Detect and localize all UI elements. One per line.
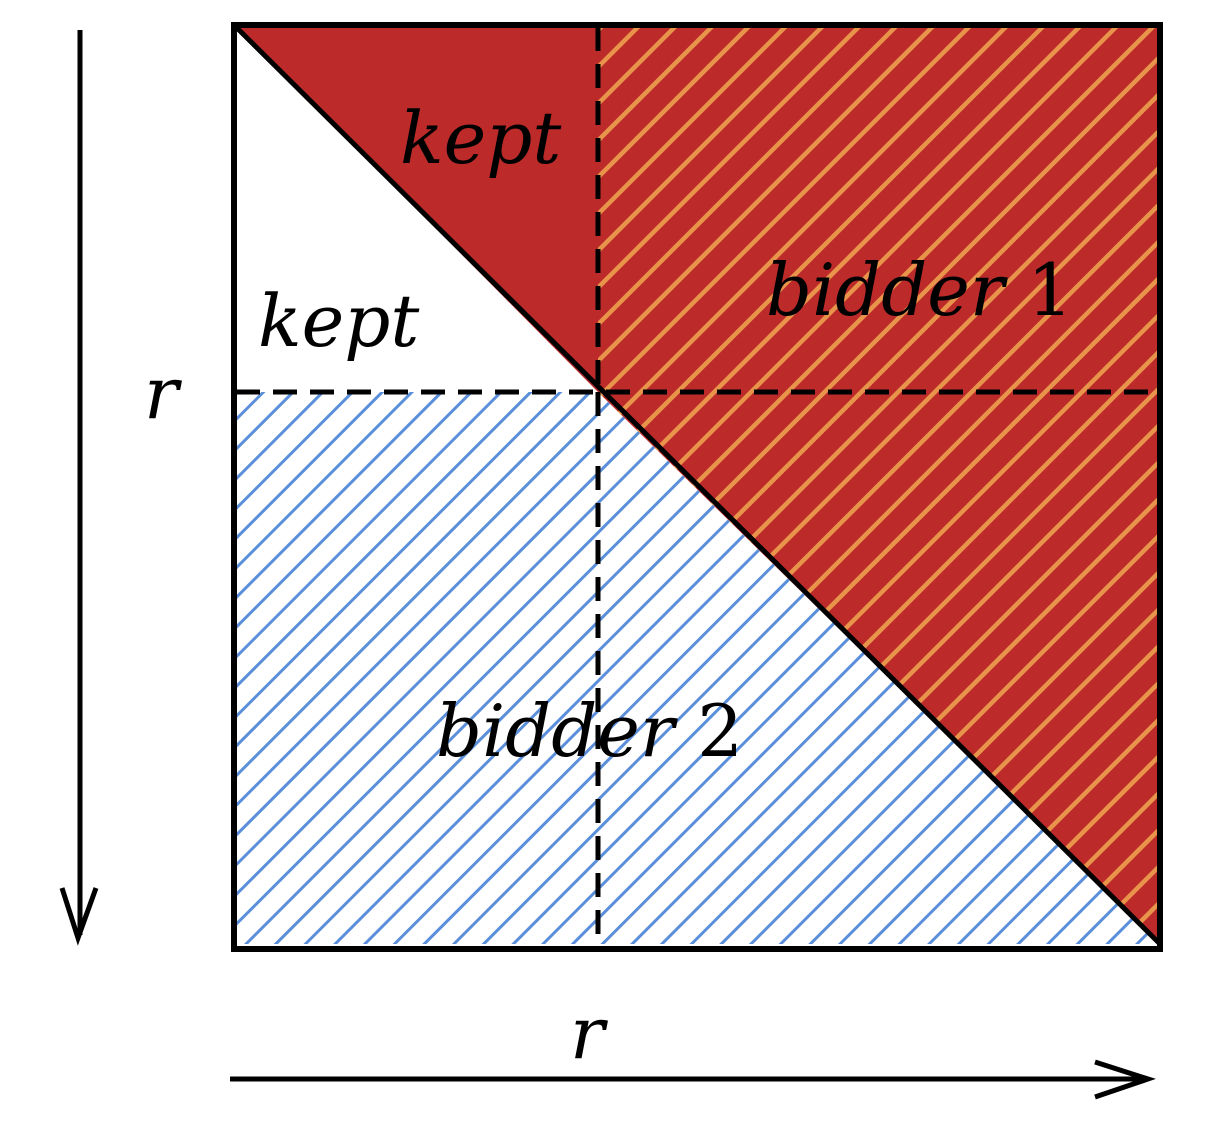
outer-square [231,22,1163,952]
axis-label-left: r [144,351,182,435]
axis-label-bottom: r [570,991,608,1075]
bottom-axis-arrow [230,1059,1156,1100]
kept-label-white: kept [258,279,420,363]
bidder-1-label: bidder 1 [766,248,1073,332]
left-axis-arrow [59,30,99,946]
bidder-2-region [236,392,1160,944]
kept-label-red: kept [400,96,562,180]
bidder-2-label: bidder 2 [436,689,743,773]
diagonal-boundary [234,25,1162,946]
bidder-1-region [598,27,1160,944]
